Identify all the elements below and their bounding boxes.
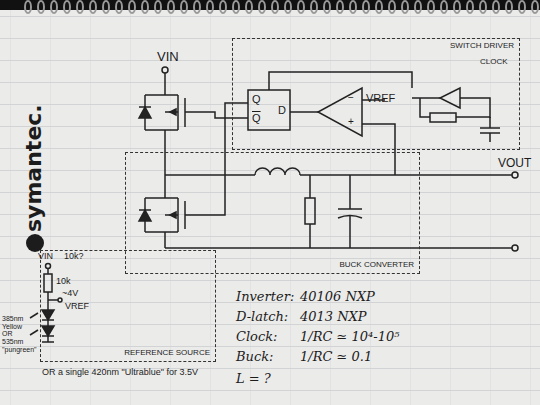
table-cell: 1/RC ≃ 10⁴-10⁵ — [300, 330, 399, 344]
watermark: symantec. — [22, 104, 46, 232]
dashed-region: BUCK CONVERTER — [125, 152, 420, 274]
terminal-label: VOUT — [498, 157, 531, 170]
signal-label: CLOCK — [480, 58, 508, 67]
table-cell: 40106 NXP — [300, 290, 375, 304]
table-cell: L = ? — [236, 372, 271, 386]
table-cell: 1/RC ≃ 0.1 — [300, 350, 372, 364]
pin-label: Q — [252, 112, 261, 124]
terminal-label: VIN — [38, 252, 53, 262]
pin-label: + — [348, 116, 354, 127]
table-cell: Inverter: — [236, 290, 294, 304]
pin-label: Q — [252, 93, 261, 105]
terminal-label: VIN — [157, 50, 179, 64]
region-title: SWITCH DRIVER — [450, 42, 514, 51]
value-label: 10k — [56, 277, 71, 287]
region-title: BUCK CONVERTER — [339, 261, 414, 270]
table-cell: Buck: — [236, 350, 273, 364]
value-label: 10k? — [64, 252, 84, 262]
value-label: ~4V — [62, 289, 78, 299]
region-title: REFERENCE SOURCE — [124, 349, 210, 358]
note: 385nm Yellow OR 535nm "pungreen" — [2, 315, 30, 353]
pin-label: D — [278, 104, 286, 116]
table-cell: 4013 NXP — [300, 310, 367, 324]
pin-label: − — [348, 92, 354, 103]
terminal-label: VREF — [65, 302, 89, 312]
table-cell: D-latch: — [236, 310, 288, 324]
note: OR a single 420nm "Ultrablue" for 3.5V — [42, 368, 198, 378]
table-cell: Clock: — [236, 330, 277, 344]
signal-label: VREF — [366, 92, 395, 104]
